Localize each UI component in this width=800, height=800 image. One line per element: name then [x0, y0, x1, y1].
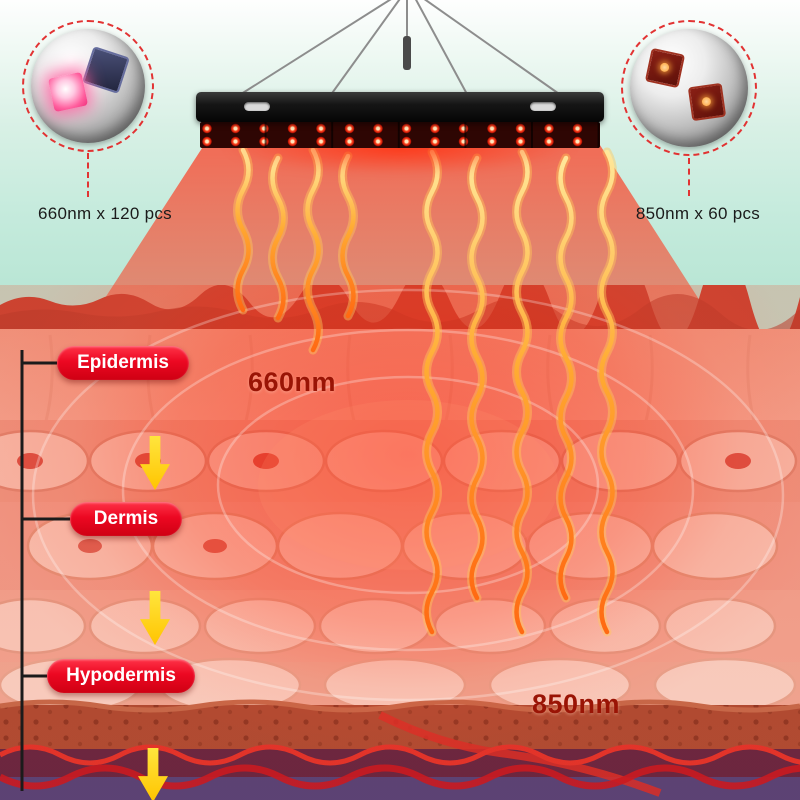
panel-slot-left: [244, 102, 270, 111]
wavelength-850nm-label: 850nm: [532, 689, 621, 719]
led-closeup-660nm: [31, 29, 145, 143]
hypodermis-layer: [0, 657, 800, 713]
epidermis-layer: [0, 329, 800, 424]
dashed-ring-left: [22, 20, 154, 152]
subcutaneous-band: [0, 699, 800, 753]
wavelength-660nm-label: 660nm: [248, 367, 337, 397]
label-dermis: Dermis: [70, 502, 182, 536]
panel-slot-right: [530, 102, 556, 111]
callout-label-660nm: 660nm x 120 pcs: [38, 204, 172, 223]
led-panel-housing: [196, 92, 604, 122]
dermis-cell-row-2: [0, 502, 800, 590]
led-array-board: [200, 122, 600, 148]
dashed-ring-right: [621, 20, 757, 156]
callout-connector-right: [688, 158, 690, 196]
dermis-cell-row-1: [0, 420, 800, 502]
skin-cross-section: [0, 285, 800, 800]
deep-tissue-blood-vessels: [0, 711, 800, 800]
label-epidermis: Epidermis: [57, 346, 189, 380]
callout-connector-left: [87, 153, 89, 197]
label-hypodermis: Hypodermis: [47, 659, 195, 693]
callout-label-850nm: 850nm x 60 pcs: [635, 204, 761, 223]
led-closeup-850nm: [630, 29, 748, 147]
